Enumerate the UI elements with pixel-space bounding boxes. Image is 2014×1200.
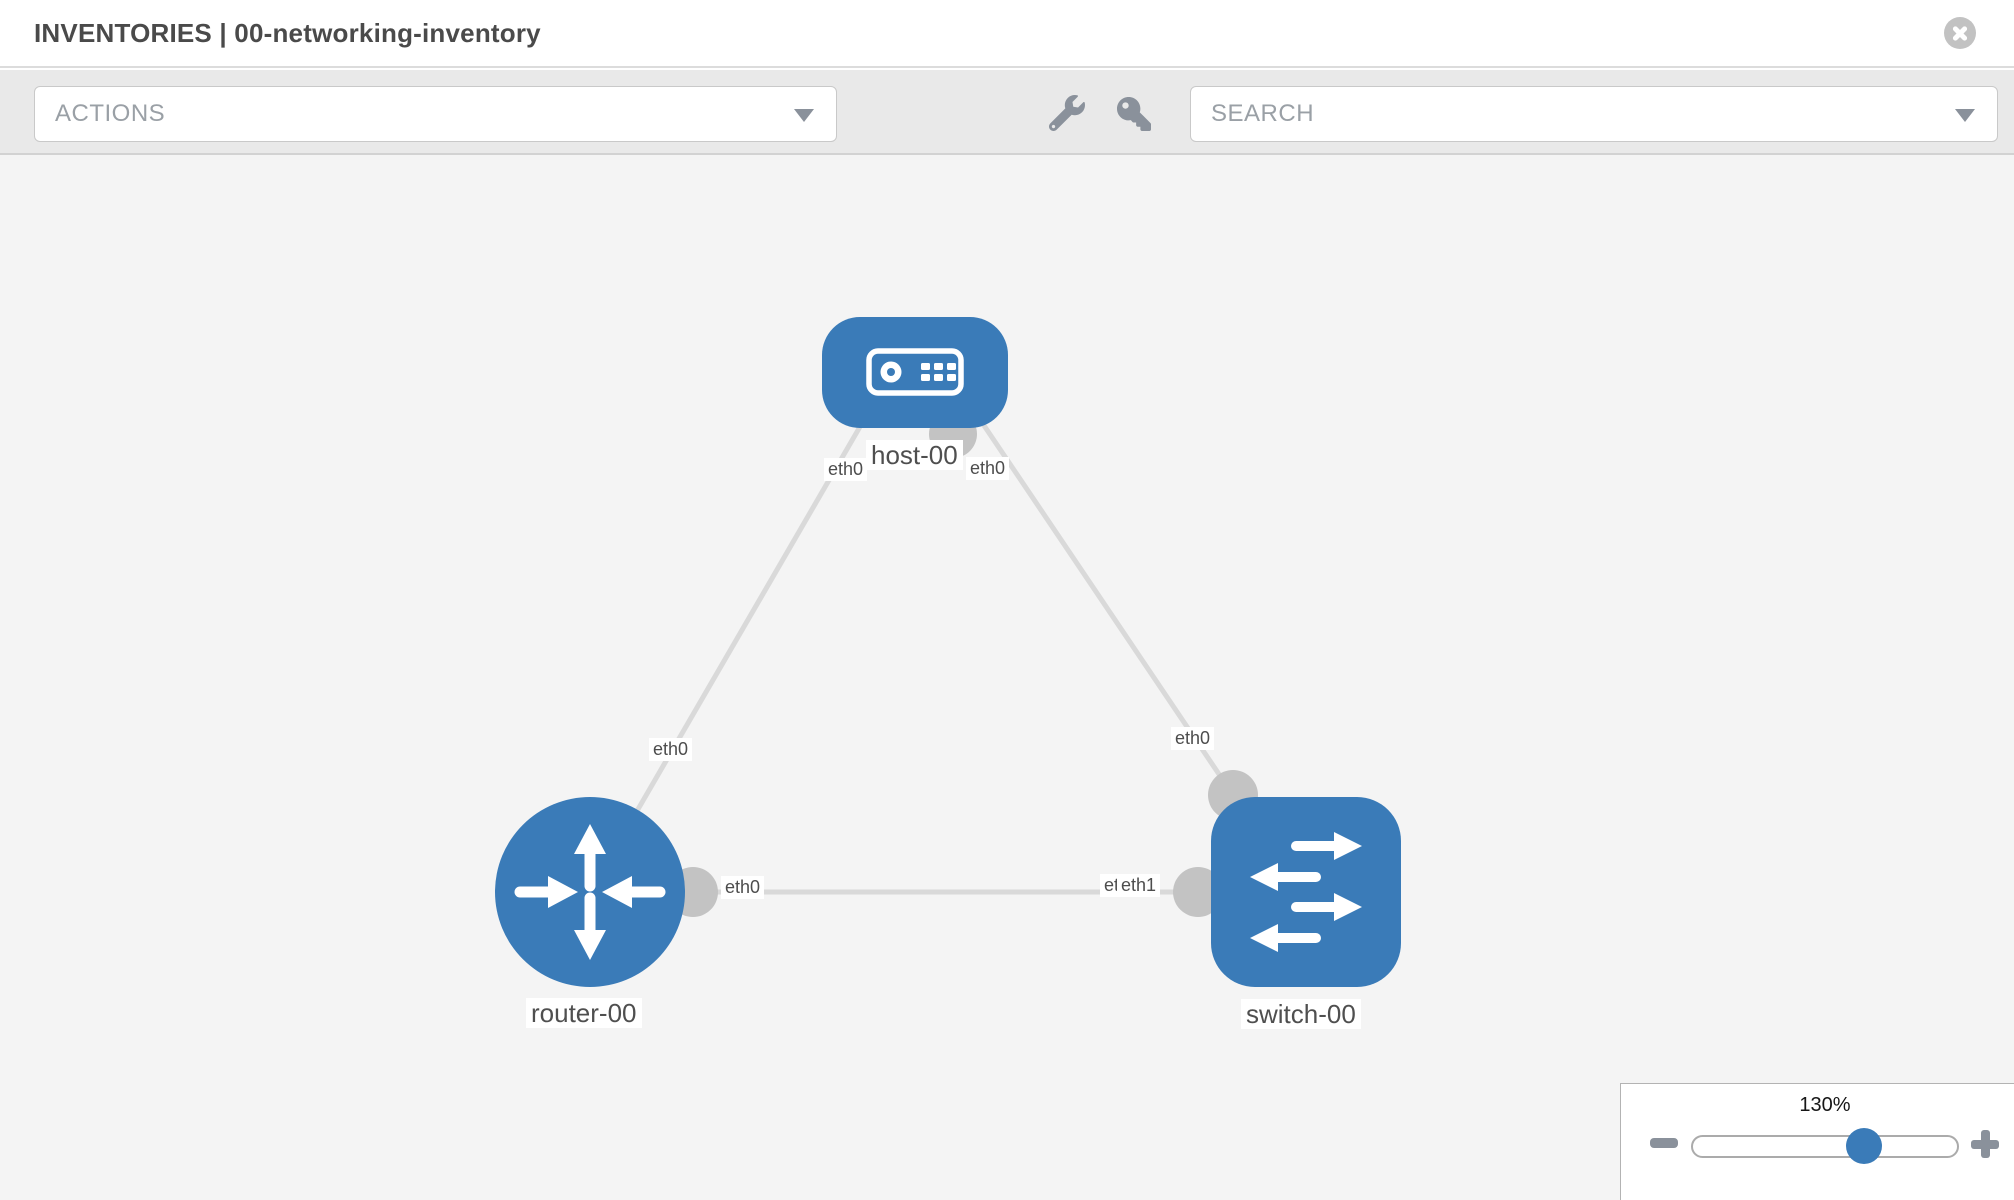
credentials-button[interactable] [1117, 97, 1151, 131]
chevron-down-icon [1955, 109, 1975, 122]
interface-label-switch-port-eth1: eth1 [1117, 874, 1161, 897]
host-icon [866, 348, 964, 396]
zoom-control-panel: 130% [1620, 1083, 2014, 1200]
switch-node-label: switch-00 [1241, 999, 1361, 1029]
search-dropdown-label: SEARCH [1211, 100, 1315, 127]
interface-label-switch-port-group: eth0 eth1 [1100, 874, 1170, 898]
interface-ports [668, 410, 1258, 917]
port-switch-left [1173, 867, 1223, 917]
key-icon [1117, 97, 1151, 131]
node-switch[interactable] [1211, 797, 1401, 987]
configure-button[interactable] [1048, 95, 1085, 132]
interface-label-router-port: eth0 [721, 876, 765, 899]
zoom-in-icon[interactable] [1971, 1130, 1999, 1158]
plus-icon-bar [1980, 1130, 1990, 1158]
actions-dropdown-label: ACTIONS [55, 100, 166, 127]
router-node-label: router-00 [526, 998, 642, 1028]
zoom-level-value: 130% [1799, 1094, 1851, 1116]
header: INVENTORIES | 00-networking-inventory [0, 0, 2014, 68]
zoom-slider-track[interactable] [1691, 1135, 1959, 1158]
zoom-out-icon[interactable] [1650, 1138, 1678, 1148]
link-host-switch[interactable] [947, 373, 1236, 797]
actions-dropdown[interactable]: ACTIONS [34, 86, 837, 142]
host-node-label: host-00 [866, 440, 963, 470]
close-button[interactable] [1944, 17, 1976, 49]
interface-label-router-link: eth0 [649, 738, 693, 761]
interface-label-switch-link: eth0 [1171, 727, 1215, 750]
node-router[interactable] [495, 797, 685, 987]
router-icon [514, 824, 666, 960]
wrench-icon [1048, 95, 1085, 132]
chevron-down-icon [794, 109, 814, 122]
topology-diagram [495, 317, 1401, 987]
search-dropdown[interactable]: SEARCH [1190, 86, 1998, 142]
toolbar: ACTIONS SEARCH [0, 70, 2014, 155]
interface-label-host-right: eth0 [966, 457, 1010, 480]
switch-icon [1250, 832, 1362, 952]
node-host[interactable] [822, 317, 1008, 428]
zoom-slider-thumb[interactable] [1846, 1128, 1882, 1164]
interface-label-host-left: eth0 [824, 458, 868, 481]
page-title: INVENTORIES | 00-networking-inventory [34, 18, 541, 48]
topology-canvas[interactable]: host-00 router-00 switch-00 eth0 eth0 et… [0, 155, 2014, 1200]
